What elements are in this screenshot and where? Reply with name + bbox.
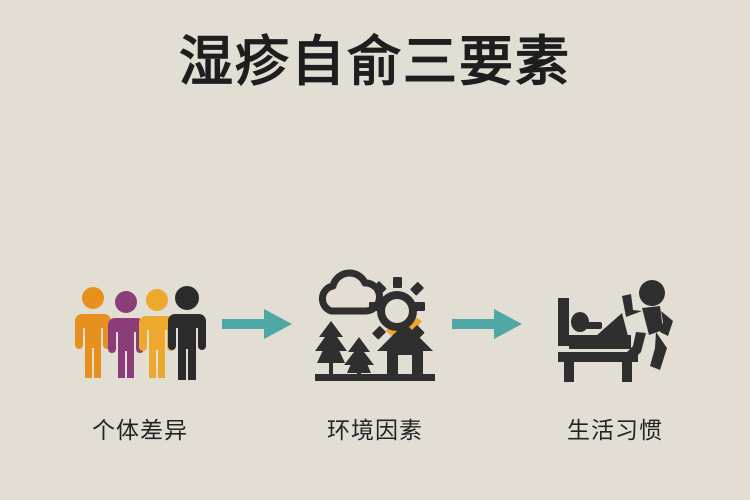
stage-people bbox=[65, 258, 215, 383]
person-figure-4 bbox=[168, 286, 206, 380]
arrow-right-icon bbox=[222, 309, 292, 339]
pine-tree-icon bbox=[315, 321, 347, 375]
person-figure-3 bbox=[139, 289, 175, 378]
arrow-right-icon bbox=[452, 309, 522, 339]
people-group-icon bbox=[75, 286, 206, 380]
person-figure-2 bbox=[108, 291, 144, 378]
flow-row bbox=[0, 258, 750, 388]
caption-environment: 环境因素 bbox=[327, 418, 423, 444]
page-title: 湿疹自俞三要素 bbox=[179, 30, 571, 93]
caption-people: 个体差异 bbox=[92, 418, 188, 444]
stage-environment bbox=[300, 258, 450, 383]
bed-sleeping-person-icon bbox=[558, 298, 638, 382]
house-icon bbox=[377, 323, 433, 375]
environment-icon bbox=[315, 269, 435, 381]
ground-line bbox=[315, 374, 435, 381]
walking-person-icon bbox=[622, 280, 673, 370]
arrow-2 bbox=[452, 305, 524, 343]
arrow-1 bbox=[222, 305, 294, 343]
lifestyle-icon bbox=[558, 280, 673, 382]
stage-lifestyle bbox=[525, 258, 685, 383]
sun-gear-icon bbox=[369, 277, 425, 345]
person-figure-1 bbox=[75, 287, 111, 378]
cloud-icon bbox=[318, 269, 383, 315]
caption-lifestyle: 生活习惯 bbox=[567, 418, 663, 444]
